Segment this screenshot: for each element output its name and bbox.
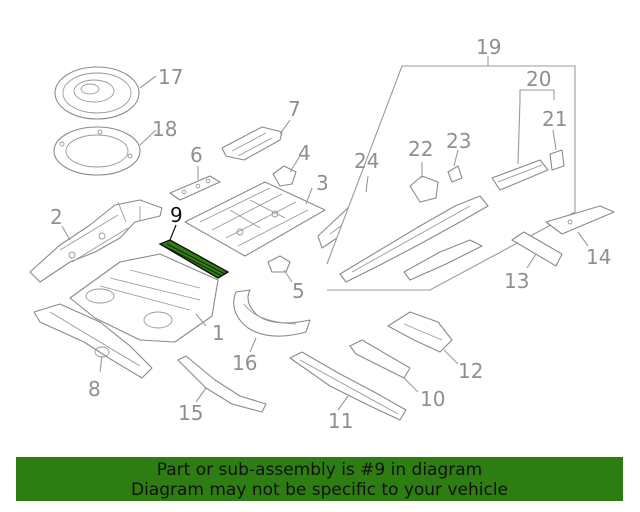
part-13-bracket xyxy=(511,231,563,267)
callout-3: 3 xyxy=(316,171,329,195)
assembly-19-box xyxy=(326,65,576,291)
part-9-crossmember-highlighted xyxy=(158,239,230,279)
part-4-bracket xyxy=(272,165,297,187)
callout-6: 6 xyxy=(190,143,203,167)
callout-10: 10 xyxy=(420,387,445,411)
part-16-wheelhouse xyxy=(233,289,311,337)
callout-16: 16 xyxy=(232,351,257,375)
callout-1: 1 xyxy=(212,321,225,345)
leader-lines xyxy=(61,56,589,411)
callout-23: 23 xyxy=(446,129,471,153)
callout-21: 21 xyxy=(542,107,567,131)
callout-11: 11 xyxy=(328,409,353,433)
banner-line-1: Part or sub-assembly is #9 in diagram xyxy=(156,460,483,480)
callout-4: 4 xyxy=(298,141,311,165)
callout-13: 13 xyxy=(504,269,529,293)
part-17-disc xyxy=(54,66,140,120)
callout-2: 2 xyxy=(50,205,63,229)
callout-20: 20 xyxy=(526,67,551,91)
part-5-bracket xyxy=(267,255,291,273)
parts-diagram: 17 18 2 6 7 4 3 9 5 1 8 15 16 11 10 12 2… xyxy=(29,35,615,433)
part-2-bracket xyxy=(29,199,163,283)
callout-19: 19 xyxy=(476,35,501,59)
callout-5: 5 xyxy=(292,279,305,303)
callout-14: 14 xyxy=(586,245,611,269)
callout-24: 24 xyxy=(354,149,379,173)
callout-18: 18 xyxy=(152,117,177,141)
part-12-bracket xyxy=(387,311,453,353)
part-11-member xyxy=(289,351,407,421)
part-8-member xyxy=(33,303,153,379)
callout-12: 12 xyxy=(458,359,483,383)
part-18-ring xyxy=(53,126,141,176)
banner-line-2: Diagram may not be specific to your vehi… xyxy=(130,480,508,500)
part-info-banner: Part or sub-assembly is #9 in diagram Di… xyxy=(16,457,623,501)
part-6-plate xyxy=(169,175,221,201)
callout-numbers: 17 18 2 6 7 4 3 9 5 1 8 15 16 11 10 12 2… xyxy=(50,35,611,433)
part-14-bracket xyxy=(545,205,615,235)
callout-15: 15 xyxy=(178,401,203,425)
callout-22: 22 xyxy=(408,137,433,161)
part-15-rail xyxy=(177,355,267,413)
part-10-bracket xyxy=(349,339,411,379)
callout-8: 8 xyxy=(88,377,101,401)
callout-7: 7 xyxy=(288,97,301,121)
part-3-floor-panel xyxy=(184,181,326,257)
callout-9: 9 xyxy=(170,203,183,227)
part-1-floor-pan xyxy=(69,253,219,343)
part-7-bracket xyxy=(221,126,283,161)
callout-17: 17 xyxy=(158,65,183,89)
